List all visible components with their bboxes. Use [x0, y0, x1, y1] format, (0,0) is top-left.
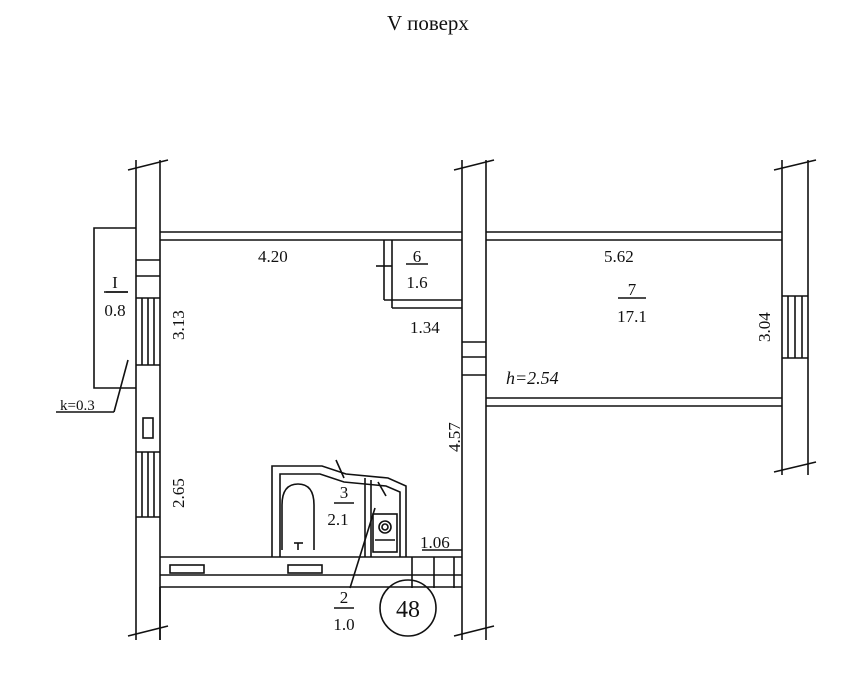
coefficient-label: k=0.3: [60, 398, 95, 414]
dim-closet-width: 1.34: [410, 318, 440, 337]
room-area: 17.1: [617, 307, 647, 326]
dim-entrance-width: 1.06: [420, 533, 450, 552]
balcony-area: 0.8: [104, 301, 125, 320]
dim-left-lower: 2.65: [169, 478, 188, 508]
corridor-area: 1.0: [333, 615, 354, 634]
dim-top-left: 4.20: [258, 247, 288, 266]
bathroom-area: 2.1: [327, 510, 348, 529]
closet-area: 1.6: [406, 273, 427, 292]
dim-left-upper: 3.13: [169, 310, 188, 340]
corridor-number: 2: [340, 588, 349, 607]
dim-top-right: 5.62: [604, 247, 634, 266]
apartment-number: 48: [396, 597, 420, 623]
floor-title: V поверх: [387, 11, 469, 35]
ceiling-height: h=2.54: [506, 368, 559, 388]
balcony-number: I: [112, 273, 118, 292]
bathroom-number: 3: [340, 483, 349, 502]
room-number: 7: [628, 280, 637, 299]
dim-right-height: 3.04: [755, 312, 774, 342]
dim-middle-height: 4.57: [445, 422, 464, 452]
walls: [56, 159, 817, 640]
closet-number: 6: [413, 247, 422, 266]
